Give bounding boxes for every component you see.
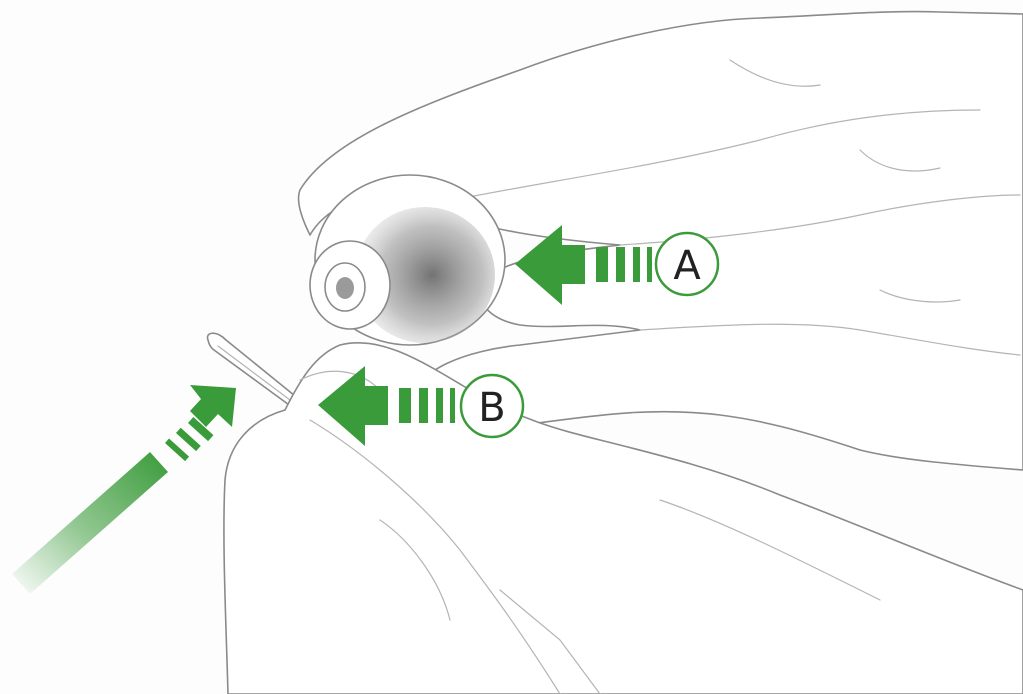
arrow-b-dash-1	[399, 388, 411, 423]
diagonal-arrow-dash-1	[165, 439, 189, 462]
arrow-b-dash-3	[436, 388, 443, 423]
callout-b-label: B	[478, 385, 505, 431]
callout-a-label: A	[673, 243, 701, 289]
diagonal-arrow	[12, 385, 236, 594]
callout-a-badge: A	[656, 233, 718, 295]
callout-b-badge: B	[461, 375, 523, 437]
arrow-a-dash-2	[616, 247, 625, 282]
diagonal-arrow-dash-2	[176, 428, 201, 451]
arrow-a-dash-1	[596, 247, 608, 282]
dome-opening-inner	[336, 277, 354, 299]
arrow-b-dash-4	[450, 388, 455, 423]
arrow-b-dash-2	[419, 388, 428, 423]
diagonal-arrow-shaft	[12, 452, 168, 594]
arrow-a-dash-4	[647, 247, 652, 282]
arrow-a-dash-3	[633, 247, 640, 282]
